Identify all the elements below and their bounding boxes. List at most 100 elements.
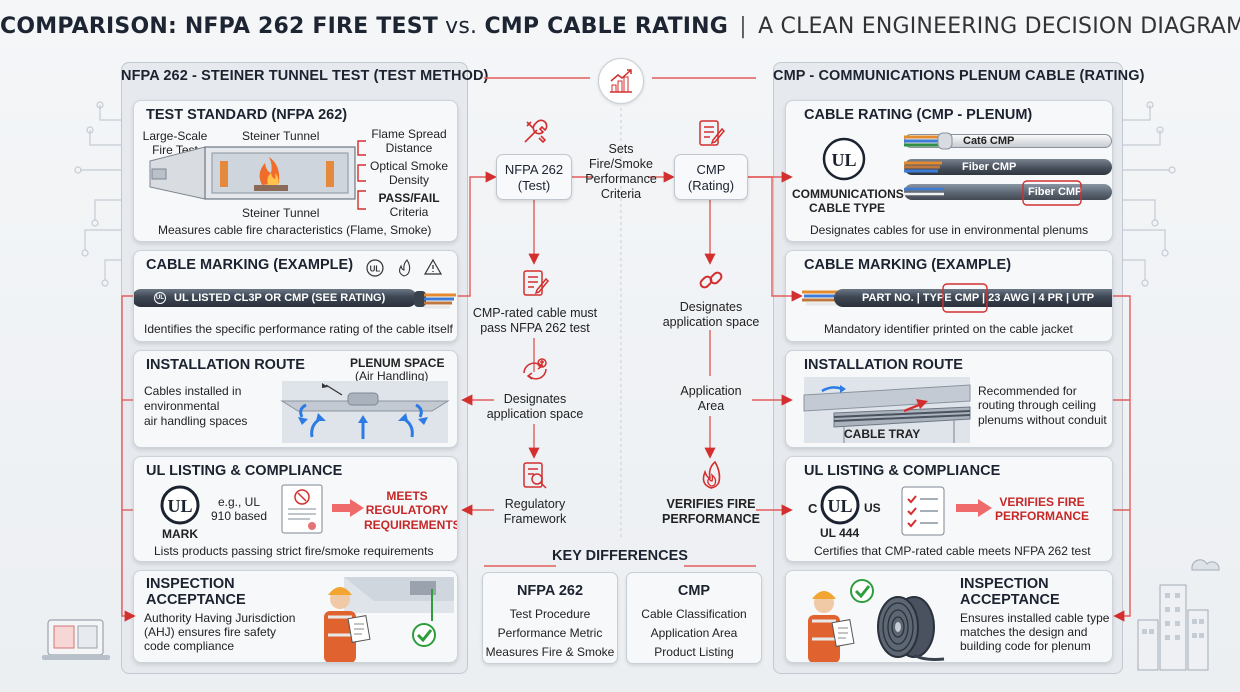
nfpa-262-test-node-text: NFPA 262 (Test)	[504, 162, 564, 194]
key-diff-nfpa-box: NFPA 262 Test Procedure Performance Metr…	[482, 572, 618, 664]
warning-icon	[423, 258, 443, 275]
title-subtitle: A CLEAN ENGINEERING DECISION DIAGRAM	[758, 14, 1240, 39]
title-vs: vs.	[445, 14, 478, 39]
designates-right-text: Designates application space	[662, 300, 760, 329]
installation-route-right-title: INSTALLATION ROUTE	[804, 357, 963, 373]
installation-route-right-card: INSTALLATION ROUTE CABLE TRAY Recommende…	[785, 350, 1113, 448]
cable-tray-label: CABLE TRAY	[844, 427, 921, 441]
cmp-rating-node: CMP (Rating)	[674, 154, 748, 200]
cable-marking-right-text: PART NO. | TYPE CMP | 23 AWG | 4 PR | UT…	[862, 292, 1095, 304]
document-edit-icon-left	[523, 270, 550, 296]
nfpa-262-test-node: NFPA 262 (Test)	[496, 154, 572, 200]
optical-smoke-label: Optical Smoke Density	[369, 159, 449, 188]
cul-c-label: C	[808, 501, 818, 516]
key-diff-cmp-box: CMP Cable Classification Application Are…	[626, 572, 762, 664]
cable-rating-highlight	[1022, 180, 1082, 206]
pass-fail-label: PASS/FAIL	[378, 191, 440, 205]
title-part2: CMP CABLE RATING	[484, 14, 729, 39]
cable-marking-left-cable: UL UL LISTED CL3P OR CMP (SEE RATING)	[134, 289, 417, 307]
key-differences-header: KEY DIFFERENCES	[552, 548, 688, 564]
flame-icon	[398, 259, 411, 277]
key-diff-cmp-line-1: Cable Classification	[641, 607, 747, 621]
inspection-right-body: Ensures installed cable type matches the…	[960, 611, 1110, 653]
laptop-decoration	[42, 619, 110, 660]
svg-text:UL: UL	[167, 496, 192, 516]
cable-tray-illustration	[803, 377, 971, 443]
cable-rating-cable-3: Fiber CMP	[904, 184, 1112, 200]
plenum-space-sublabel: (Air Handling)	[355, 369, 429, 383]
tools-icon	[524, 119, 548, 144]
cable-marking-left-ul-icon: UL	[154, 292, 166, 304]
test-standard-brackets	[357, 140, 366, 210]
cable-rating-card: CABLE RATING (CMP - PLENUM) UL COMMUNICA…	[785, 100, 1113, 242]
ul-444-label: UL 444	[820, 526, 860, 540]
inspection-left-title: INSPECTION ACCEPTANCE	[146, 576, 246, 608]
building-decoration	[1137, 559, 1220, 671]
right-panel-header: CMP - COMMUNICATIONS PLENUM CABLE (RATIN…	[773, 68, 1145, 84]
title-part1: COMPARISON: NFPA 262 FIRE TEST	[0, 14, 438, 39]
sets-criteria-text: Sets Fire/Smoke Performance Criteria	[585, 142, 657, 201]
criteria-label: Criteria	[389, 205, 429, 219]
cable-rating-wires-2	[904, 161, 942, 173]
ul-listing-left-card: UL LISTING & COMPLIANCE UL MARK e.g., UL…	[133, 456, 458, 562]
inspector-illustration-right	[808, 579, 945, 662]
large-scale-label: Large-Scale Fire Test	[142, 129, 208, 158]
ul-listing-mark-icon: UL	[160, 485, 200, 525]
certificate-icon	[281, 484, 323, 534]
test-standard-title: TEST STANDARD (NFPA 262)	[146, 107, 348, 123]
cable-rating-cable-2-label: Fiber CMP	[962, 161, 1017, 173]
ul-mark-icon: UL	[366, 259, 384, 277]
gear-cycle-icon	[523, 358, 547, 380]
cable-rating-cable-2: Fiber CMP	[904, 159, 1112, 175]
meets-regulatory-text: MEETS REGULATORY REQUIREMENTS	[364, 489, 458, 532]
verifies-fire-center-text: VERIFIES FIRE PERFORMANCE	[662, 497, 760, 526]
cable-marking-left-caption: Identifies the specific performance rati…	[144, 322, 453, 336]
key-diff-cmp-line-3: Product Listing	[654, 645, 734, 659]
document-search-icon	[523, 462, 547, 489]
page-title: COMPARISON: NFPA 262 FIRE TEST vs. CMP C…	[0, 14, 1240, 39]
cable-rating-wires-1	[904, 132, 953, 150]
key-diff-nfpa-title: NFPA 262	[516, 583, 584, 599]
cable-marking-right-cable: PART NO. | TYPE CMP | 23 AWG | 4 PR | UT…	[834, 289, 1112, 307]
test-standard-card: TEST STANDARD (NFPA 262) Large-Scale Fir…	[133, 100, 458, 242]
chain-link-icon	[699, 271, 723, 289]
cable-marking-left-title: CABLE MARKING (EXAMPLE)	[146, 257, 354, 273]
cable-marking-right-card: CABLE MARKING (EXAMPLE) PART NO. | TYPE …	[785, 250, 1113, 342]
svg-text:UL: UL	[827, 496, 852, 516]
document-edit-icon-right	[699, 120, 726, 146]
meets-arrow-left	[332, 499, 364, 517]
regulatory-framework-text: Regulatory Framework	[503, 497, 567, 526]
must-pass-text: CMP-rated cable must pass NFPA 262 test	[472, 306, 598, 335]
test-standard-caption: Measures cable fire characteristics (Fla…	[158, 223, 432, 237]
inspection-left-card: INSPECTION ACCEPTANCE Authority Having J…	[133, 570, 458, 663]
communications-cable-type-label: COMMUNICATIONS CABLE TYPE	[792, 187, 904, 216]
inspection-right-card: INSPECTION ACCEPTANCE Ensures installed …	[785, 570, 1113, 663]
ul-listing-right-title: UL LISTING & COMPLIANCE	[804, 463, 1001, 479]
left-panel-header: NFPA 262 - STEINER TUNNEL TEST (TEST MET…	[121, 68, 489, 84]
svg-text:UL: UL	[831, 150, 856, 170]
key-diff-nfpa-line-3: Measures Fire & Smoke	[485, 645, 615, 659]
inspection-right-title: INSPECTION ACCEPTANCE	[960, 576, 1060, 608]
designates-left-text: Designates application space	[486, 392, 584, 421]
verifies-arrow-right	[956, 499, 992, 517]
installation-route-right-body: Recommended for routing through ceiling …	[978, 384, 1107, 427]
cable-marking-left-wires	[414, 291, 456, 309]
ul-listing-left-caption: Lists products passing strict fire/smoke…	[154, 544, 434, 558]
title-separator: |	[739, 14, 747, 39]
cable-marking-right-wires	[802, 290, 838, 306]
svg-text:UL: UL	[370, 265, 381, 274]
installation-route-left-body: Cables installed in environmental air ha…	[144, 384, 248, 428]
fire-icon	[702, 460, 721, 489]
key-diff-nfpa-line-1: Test Procedure	[509, 607, 591, 621]
steiner-tunnel-top-label: Steiner Tunnel	[242, 129, 320, 143]
plenum-airflow-illustration	[280, 381, 450, 443]
steiner-tunnel-illustration	[149, 146, 356, 200]
ul-eg-text: e.g., UL 910 based	[210, 495, 268, 524]
inspection-left-body: Authority Having Jurisdiction (AHJ) ensu…	[144, 611, 296, 653]
cable-marking-right-caption: Mandatory identifier printed on the cabl…	[824, 322, 1073, 336]
cable-rating-caption: Designates cables for use in environment…	[810, 223, 1089, 237]
cable-rating-title: CABLE RATING (CMP - PLENUM)	[804, 107, 1033, 123]
steiner-tunnel-bottom-label: Steiner Tunnel	[242, 206, 320, 220]
ul-listing-right-caption: Certifies that CMP-rated cable meets NFP…	[814, 544, 1091, 558]
key-diff-cmp-title: CMP	[677, 583, 711, 599]
